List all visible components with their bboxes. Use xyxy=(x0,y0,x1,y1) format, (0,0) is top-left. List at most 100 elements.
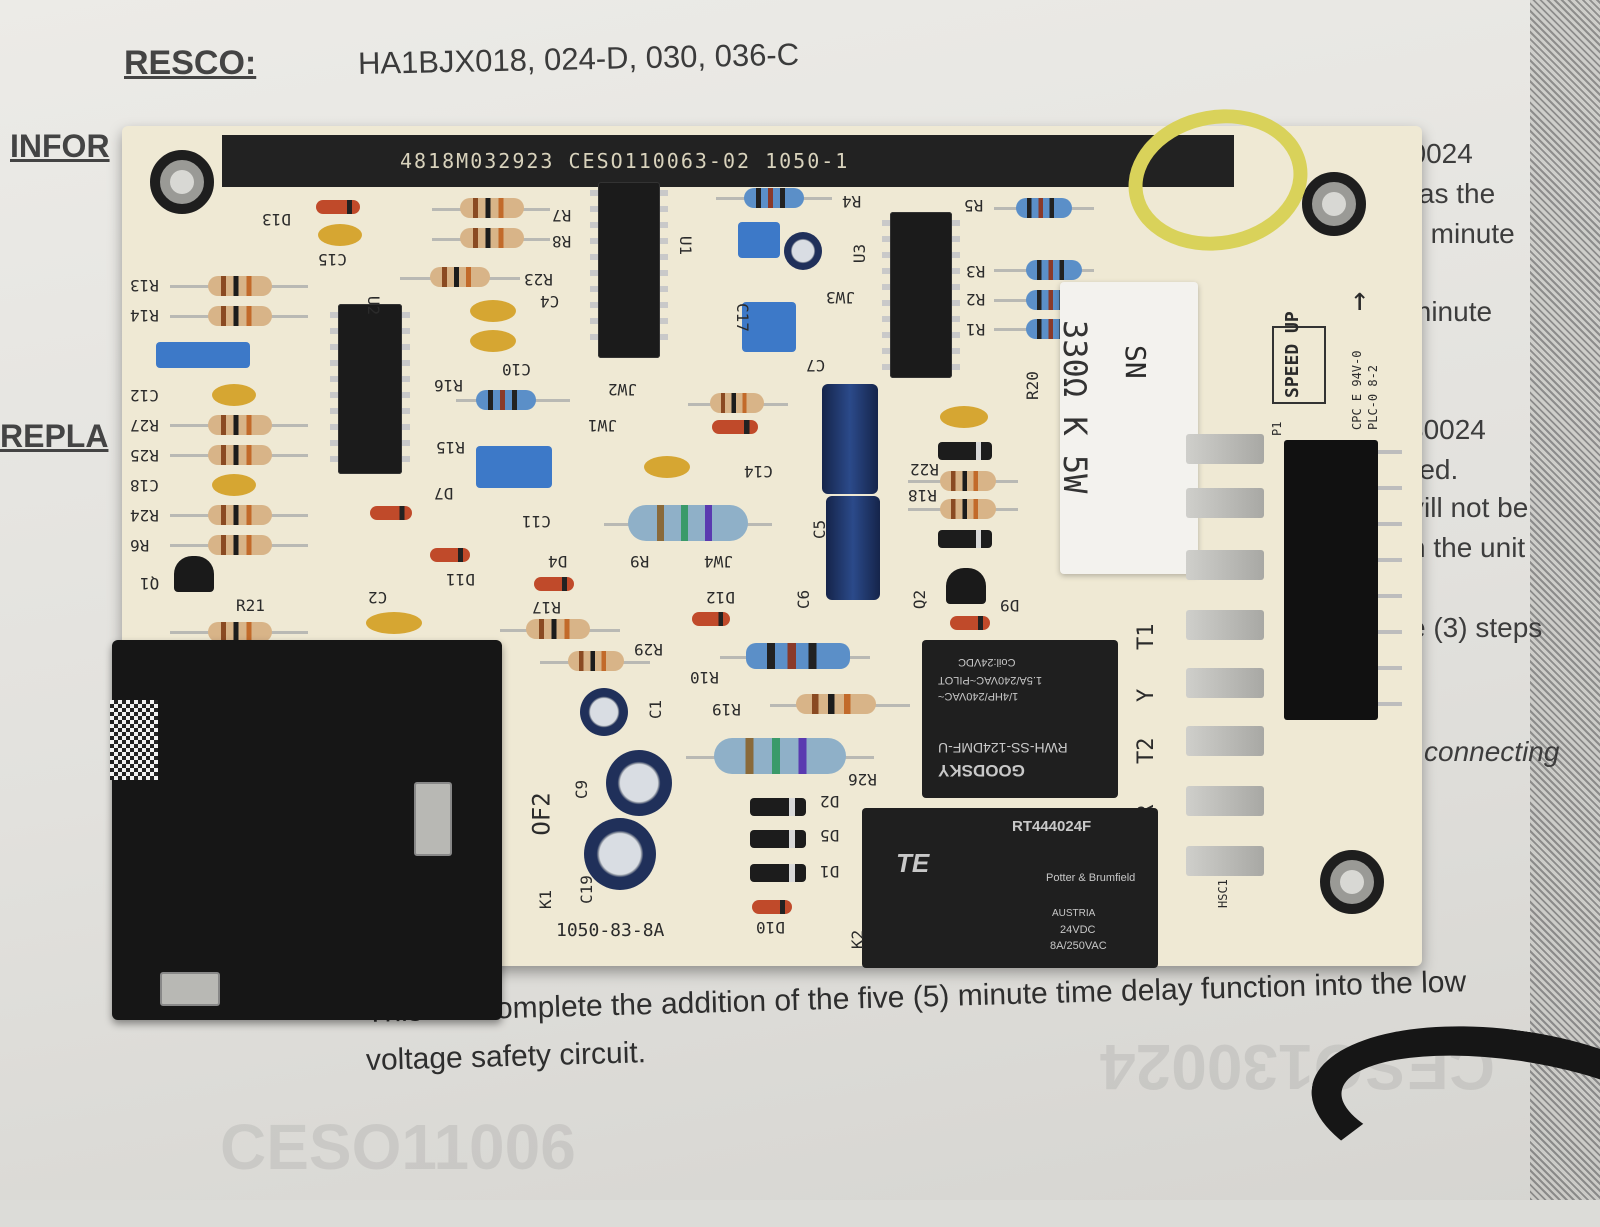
cpc-marking: CPC E 94V-0 xyxy=(1350,350,1364,430)
rectifier-diode xyxy=(938,530,992,548)
silk-label: JW3 xyxy=(826,288,855,307)
ceramic-capacitor xyxy=(644,456,690,478)
resistor xyxy=(796,694,876,714)
resistor xyxy=(208,535,272,555)
resistor xyxy=(1016,198,1072,218)
mounting-hole xyxy=(1320,850,1384,914)
silk-label: R26 xyxy=(848,770,877,789)
te-relay-model: RT444024F xyxy=(1012,818,1092,835)
silk-label: R18 xyxy=(908,486,937,505)
spade-terminal xyxy=(1186,488,1264,518)
ceramic-capacitor xyxy=(470,300,516,322)
diode xyxy=(712,420,758,434)
spade-terminal xyxy=(1186,434,1264,464)
power-resistor xyxy=(628,505,748,541)
te-relay-coil: 24VDC xyxy=(1060,924,1096,936)
silk-label: D7 xyxy=(434,484,454,503)
power-resistor xyxy=(714,738,846,774)
silk-label: R7 xyxy=(552,206,572,225)
silk-label: C11 xyxy=(522,512,551,531)
halftone-pattern xyxy=(1530,0,1600,1200)
silk-label: Q1 xyxy=(140,574,160,593)
transistor xyxy=(174,556,214,592)
silk-label: D5 xyxy=(820,826,840,845)
silk-label: R29 xyxy=(634,640,663,659)
resistor xyxy=(746,643,850,669)
resistor xyxy=(460,198,524,218)
te-logo: TE xyxy=(896,848,930,878)
silk-label: C4 xyxy=(540,292,560,311)
silk-label: 1050-83-8A xyxy=(556,920,665,941)
spade-terminal xyxy=(1186,726,1264,756)
silk-label: R5 xyxy=(964,196,984,215)
terminal-label-y: Y xyxy=(1134,688,1159,702)
relay-te xyxy=(862,808,1158,968)
silk-label: HSC1 xyxy=(1216,879,1230,908)
ceramic-capacitor xyxy=(212,384,256,406)
silk-label: C12 xyxy=(130,386,159,405)
silk-label: D13 xyxy=(262,210,291,229)
silk-label: R6 xyxy=(130,536,150,555)
right-fragment: minute xyxy=(1408,296,1493,327)
right-fragment: e (3) steps xyxy=(1410,612,1543,643)
ceramic-capacitor xyxy=(366,612,422,634)
silk-label: R20 xyxy=(1022,371,1042,400)
silk-label: R4 xyxy=(842,192,862,211)
rectifier-diode xyxy=(750,798,806,816)
silk-label: D2 xyxy=(820,792,840,811)
pin-header xyxy=(1284,440,1402,720)
silk-label: C1 xyxy=(646,699,666,720)
silk-label: Q2 xyxy=(910,589,930,610)
relay-brand: GOODSKY xyxy=(938,761,1025,780)
resistor xyxy=(744,188,804,208)
te-relay-rating: 8A/250VAC xyxy=(1050,940,1107,952)
repla-heading: REPLA xyxy=(0,418,109,454)
resistor xyxy=(710,393,764,413)
terminal-label-t1: T1 xyxy=(1134,623,1159,651)
rectifier-diode xyxy=(750,864,806,882)
silk-label: U1 xyxy=(676,235,696,256)
silk-label: C14 xyxy=(744,462,773,481)
spade-terminal xyxy=(1186,846,1264,876)
silk-label: D12 xyxy=(706,588,735,607)
diode xyxy=(430,548,470,562)
resistor xyxy=(1026,260,1082,280)
diode xyxy=(370,506,412,520)
silk-label: U3 xyxy=(850,243,870,264)
speed-up-box xyxy=(1272,326,1326,404)
silk-label: C10 xyxy=(502,360,531,379)
silk-label: R13 xyxy=(130,276,159,295)
ic-chip-u1 xyxy=(590,182,668,358)
diode xyxy=(752,900,792,914)
rectifier-diode xyxy=(750,830,806,848)
silk-label: U2 xyxy=(364,295,384,316)
silk-label: R15 xyxy=(436,438,465,457)
resistor xyxy=(208,415,272,435)
relay-goodsky xyxy=(922,640,1118,798)
silk-label: R25 xyxy=(130,446,159,465)
silk-label: C2 xyxy=(368,588,388,607)
resistor xyxy=(940,499,996,519)
silk-label: D1 xyxy=(820,862,840,881)
silk-label: R10 xyxy=(690,668,719,687)
silk-label: R3 xyxy=(966,262,986,281)
resistor xyxy=(526,619,590,639)
silk-label: R2 xyxy=(966,290,986,309)
mounting-hole xyxy=(150,150,214,214)
silk-label: C9 xyxy=(572,779,592,800)
silk-label: C17 xyxy=(732,303,752,332)
resistor xyxy=(208,505,272,525)
resistor xyxy=(208,276,272,296)
te-relay-maker: Potter & Brumfield xyxy=(1046,872,1136,884)
silk-label: R1 xyxy=(966,320,986,339)
relay-rating: 1/4HP/240VAC~ xyxy=(938,690,1019,702)
electrolytic-capacitor xyxy=(822,384,878,494)
resistor xyxy=(430,267,490,287)
silk-label: JW2 xyxy=(608,380,637,399)
silk-label: R8 xyxy=(552,232,572,251)
silk-label: JW1 xyxy=(588,416,617,435)
plc-marking: PLC-0 8-2 xyxy=(1366,364,1380,430)
resistor xyxy=(940,471,996,491)
spade-terminal xyxy=(1186,610,1264,640)
terminal-label-t2: T2 xyxy=(1134,737,1159,765)
